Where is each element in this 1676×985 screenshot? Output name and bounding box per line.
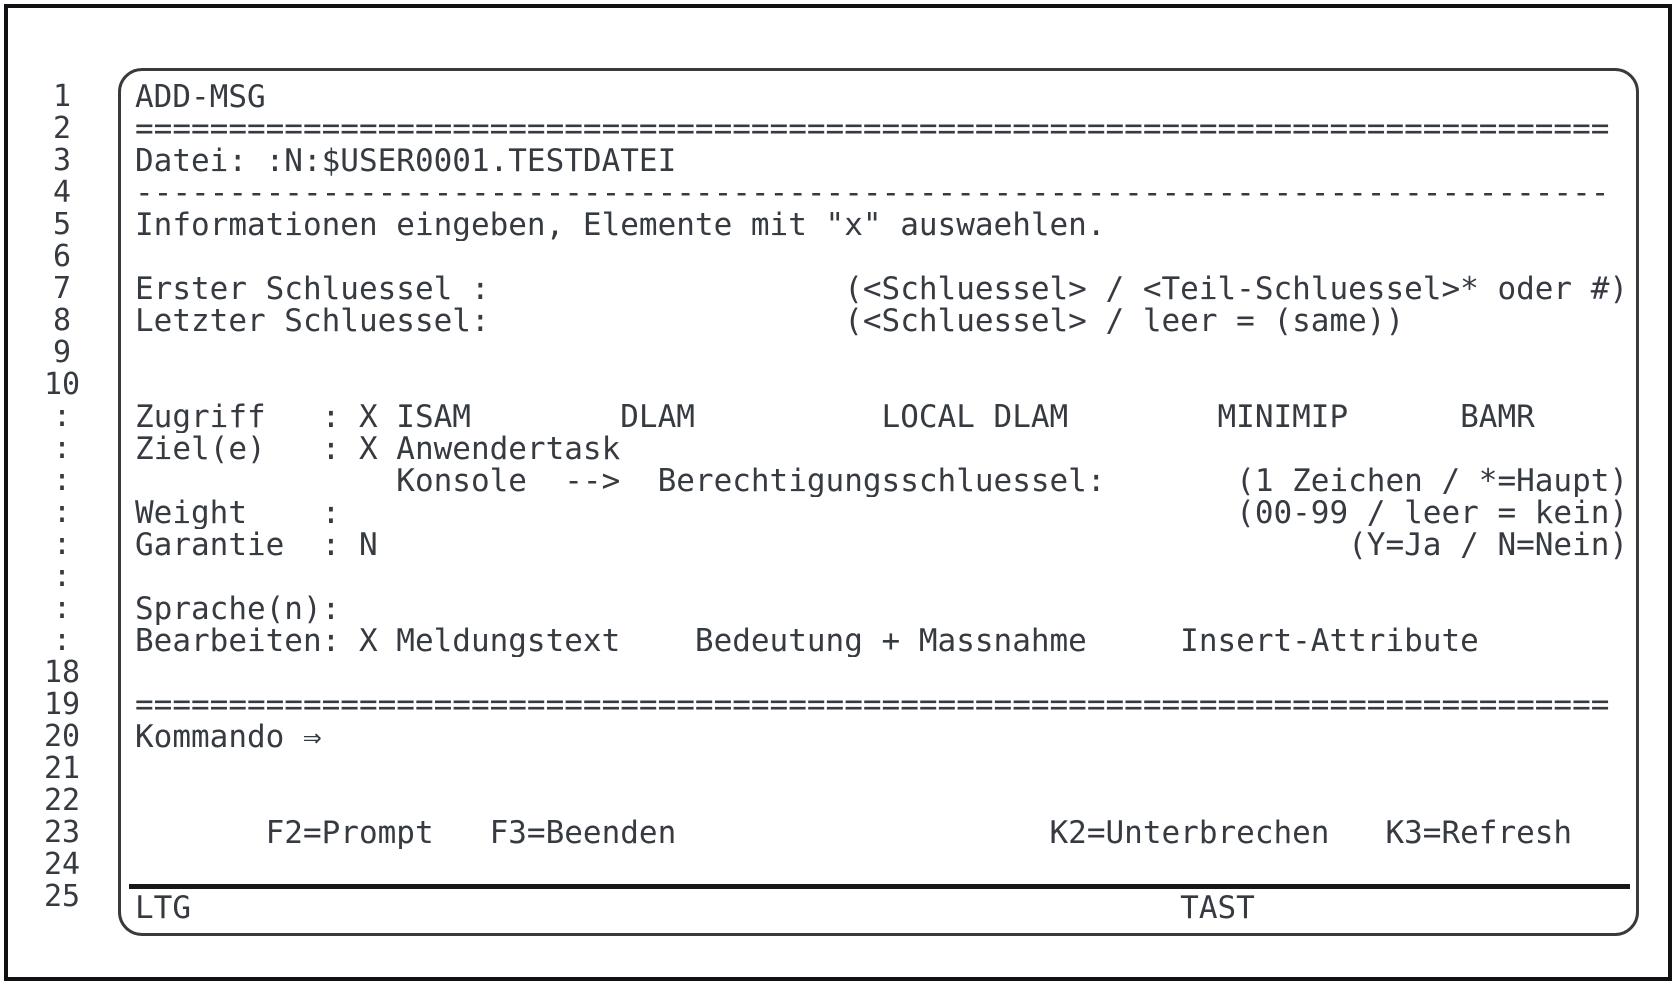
screen-line-16 — [135, 561, 1628, 593]
status-bar-text: LTG TAST — [135, 890, 1255, 926]
access-method-line[interactable]: Zugriff : X ISAM DLAM LOCAL DLAM MINIMIP… — [135, 401, 1535, 433]
screen-line-2: ========================================… — [135, 113, 1610, 145]
command-input-line[interactable]: Kommando ⇒ — [135, 721, 322, 753]
screen-line-22 — [135, 753, 1628, 785]
screen-line-20: ========================================… — [135, 689, 1610, 721]
line-number: : — [52, 559, 72, 594]
line-number: : — [52, 463, 72, 498]
screen-line-23 — [135, 785, 1628, 817]
terminal-screen-panel: ADD-MSG=================================… — [118, 68, 1639, 936]
warranty-input-line[interactable]: Garantie : N (Y=Ja / N=Nein) — [135, 529, 1628, 561]
line-number: 5 — [52, 207, 72, 242]
line-number: 1 — [52, 79, 72, 114]
line-number: 2 — [52, 111, 72, 146]
last-key-input-line[interactable]: Letzter Schluessel: (<Schluessel> / leer… — [135, 305, 1405, 337]
function-key-line: F2=Prompt F3=Beenden K2=Unterbrechen K3=… — [135, 817, 1573, 849]
line-number: 21 — [43, 751, 81, 786]
line-number: 20 — [43, 719, 81, 754]
line-number: 22 — [43, 783, 81, 818]
screen-lines: ADD-MSG=================================… — [135, 81, 1628, 881]
screen-line-19 — [135, 657, 1628, 689]
line-number: 25 — [43, 879, 81, 914]
screen-title: ADD-MSG — [135, 81, 266, 113]
screen-line-10 — [135, 369, 1628, 401]
screen-line-6 — [135, 241, 1628, 273]
line-number: 9 — [52, 335, 72, 370]
line-number: 7 — [52, 271, 72, 306]
line-number: 24 — [43, 847, 81, 882]
line-number: 6 — [52, 239, 72, 274]
file-path-line: Datei: :N:$USER0001.TESTDATEI — [135, 145, 677, 177]
line-number: : — [52, 495, 72, 530]
destination-line[interactable]: Ziel(e) : X Anwendertask — [135, 433, 621, 465]
languages-input-line[interactable]: Sprache(n): — [135, 593, 341, 625]
line-number: 18 — [43, 655, 81, 690]
line-number: 19 — [43, 687, 81, 722]
line-number: : — [52, 527, 72, 562]
line-number: : — [52, 591, 72, 626]
screen-line-9 — [135, 337, 1628, 369]
line-number: 3 — [52, 143, 72, 178]
edit-selection-line[interactable]: Bearbeiten: X Meldungstext Bedeutung + M… — [135, 625, 1479, 657]
line-number: 8 — [52, 303, 72, 338]
weight-input-line[interactable]: Weight : (00-99 / leer = kein) — [135, 497, 1628, 529]
console-auth-key-line[interactable]: Konsole --> Berechtigungsschluessel: (1 … — [135, 465, 1628, 497]
screen-line-5: Informationen eingeben, Elemente mit "x"… — [135, 209, 1106, 241]
line-number: 23 — [43, 815, 81, 850]
line-number: 10 — [43, 367, 81, 402]
line-number: : — [52, 399, 72, 434]
status-separator-line — [129, 884, 1630, 889]
first-key-input-line[interactable]: Erster Schluessel : (<Schluessel> / <Tei… — [135, 273, 1628, 305]
line-number: : — [52, 623, 72, 658]
screen-line-25 — [135, 849, 1628, 881]
screen-line-4: ----------------------------------------… — [135, 177, 1610, 209]
line-number: 4 — [52, 175, 72, 210]
line-number: : — [52, 431, 72, 466]
